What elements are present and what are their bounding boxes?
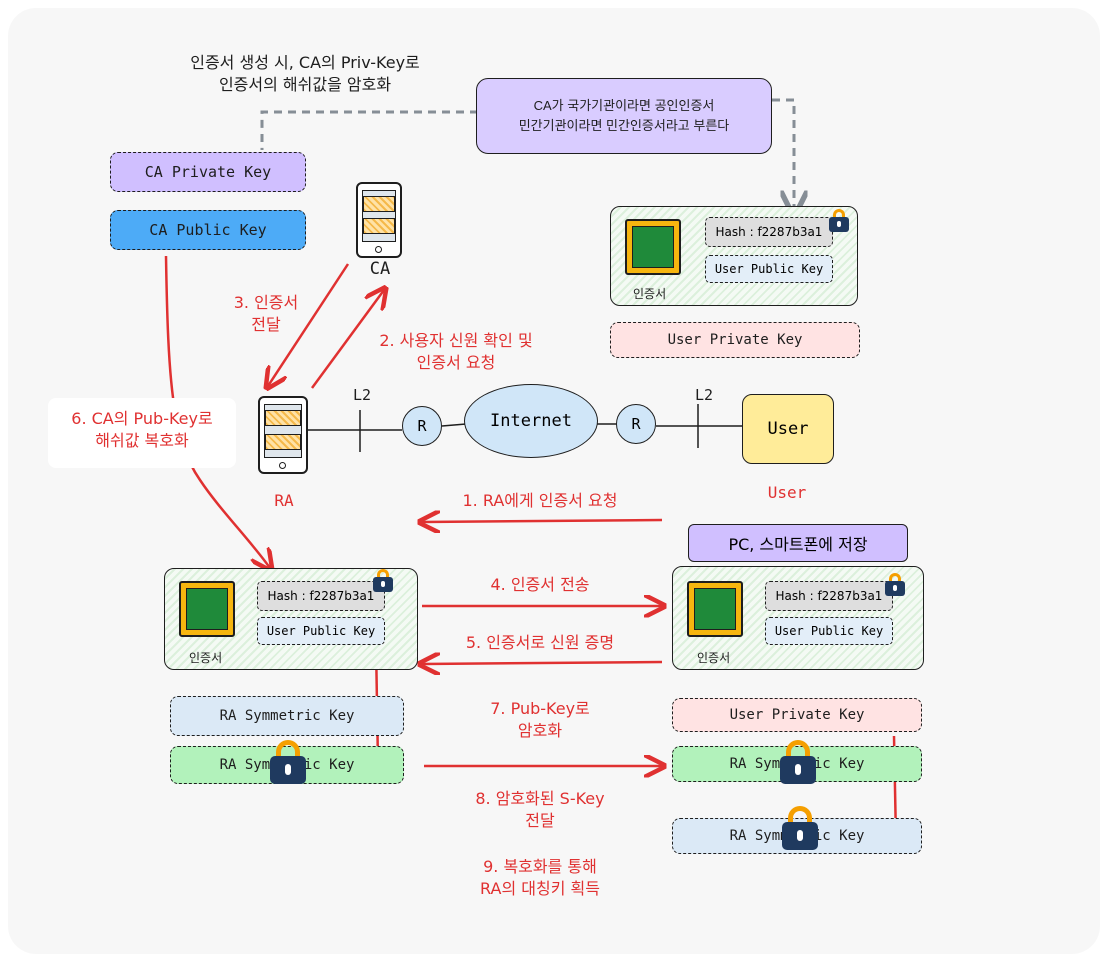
arrow-ra-to-ca [310, 290, 384, 389]
ra-cert: 인증서 Hash : f2287b3a1 User Public Key [164, 568, 418, 670]
top-note: 인증서 생성 시, CA의 Priv-Key로 인증서의 해쉬값을 암호화 [190, 53, 420, 94]
dashed-connector-left [260, 110, 478, 150]
padlock-icon [780, 740, 816, 784]
ca-private-key: CA Private Key [110, 152, 306, 192]
step3-label: 3. 인증서 전달 [233, 293, 299, 334]
step6-label: 6. CA의 Pub-Key로 해쉬값 복호화 [71, 409, 213, 450]
lock-icon [829, 209, 849, 232]
cert-hash: Hash : f2287b3a1 [257, 581, 385, 611]
step1-label: 1. RA에게 인증서 요청 [462, 491, 618, 510]
ca-label: CA [369, 259, 391, 279]
padlock-icon [270, 740, 306, 784]
step4-label: 4. 인증서 전송 [490, 575, 590, 594]
cert-label: 인증서 [189, 651, 223, 665]
ca-note-box: CA가 국가기관이라면 공인인증서 민간기관이라면 민간인증서라고 부른다 [476, 78, 772, 154]
l2-line-right [656, 404, 744, 448]
step9-label: 9. 복호화를 통해 RA의 대칭키 획득 [480, 857, 600, 898]
padlock-icon [782, 806, 818, 850]
step5-label: 5. 인증서로 신원 증명 [465, 633, 615, 652]
router-right-icon: R [616, 404, 656, 444]
ra-symmetric-key: RA Symmetric Key [170, 696, 404, 736]
step2-label: 2. 사용자 신원 확인 및 인증서 요청 [379, 331, 533, 372]
arrow-step1 [422, 520, 663, 522]
arrow-step5 [422, 662, 663, 664]
certificate-board-icon [625, 219, 681, 275]
ca-note-text: CA가 국가기관이라면 공인인증서 민간기관이라면 민간인증서라고 부른다 [518, 98, 730, 133]
link-r-internet-left [441, 423, 467, 427]
step6-box: 6. CA의 Pub-Key로 해쉬값 복호화 [48, 398, 236, 468]
ra-label: RA [274, 491, 294, 510]
cert-label: 인증서 [697, 651, 731, 665]
user-cert-bottom: 인증서 Hash : f2287b3a1 User Public Key [672, 566, 924, 670]
storage-label: PC, 스마트폰에 저장 [688, 524, 908, 562]
arrow-ca-to-ra [268, 263, 350, 386]
l2-label-right: L2 [694, 386, 714, 404]
step7-label: 7. Pub-Key로 암호화 [490, 699, 590, 740]
arrow-ca-pub-to-cert [164, 255, 270, 568]
certificate-board-icon [687, 581, 743, 637]
cert-hash: Hash : f2287b3a1 [705, 217, 833, 247]
l2-label-left: L2 [352, 386, 372, 404]
ca-public-key: CA Public Key [110, 210, 306, 250]
ca-device-icon [356, 182, 402, 258]
cert-user-public-key: User Public Key [257, 617, 385, 645]
user-cert-top: 인증서 Hash : f2287b3a1 User Public Key [610, 206, 858, 306]
step8-label: 8. 암호화된 S-Key 전달 [475, 789, 605, 830]
dashed-connector-right [772, 98, 794, 212]
lock-icon [885, 573, 905, 596]
cert-label: 인증서 [633, 287, 667, 301]
cert-user-public-key: User Public Key [705, 255, 833, 283]
user-box: User [742, 394, 834, 464]
internet-cloud: Internet [464, 384, 598, 458]
user-label: User [767, 483, 807, 502]
certificate-board-icon [179, 581, 235, 637]
cert-hash: Hash : f2287b3a1 [765, 581, 893, 611]
cert-user-public-key: User Public Key [765, 617, 893, 645]
ra-device-icon [258, 396, 308, 474]
lock-icon [373, 569, 393, 592]
user-private-key-bottom: User Private Key [672, 698, 922, 732]
l2-line-left [300, 410, 402, 452]
user-private-key-top: User Private Key [610, 322, 860, 358]
router-left-icon: R [402, 406, 442, 446]
